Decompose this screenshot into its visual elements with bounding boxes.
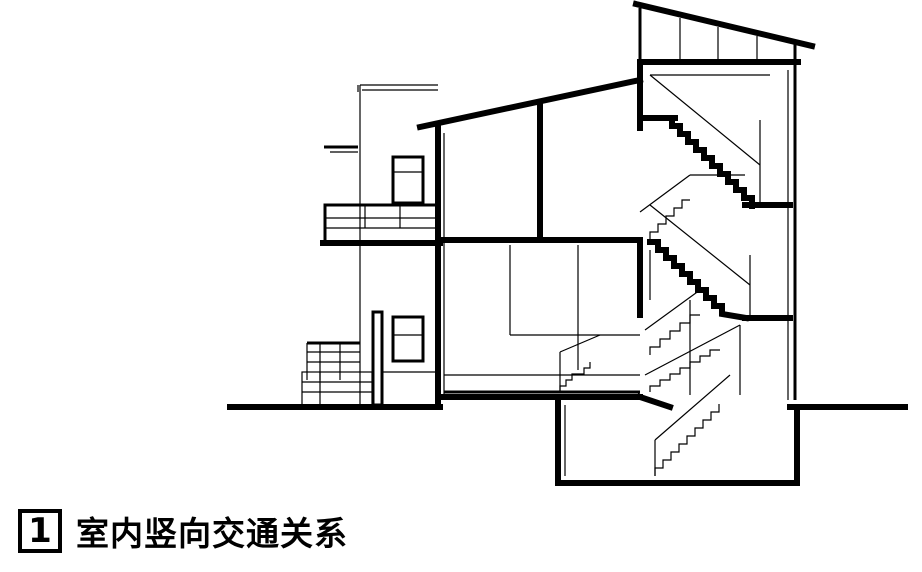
basement (555, 374, 800, 486)
building-section-drawing (227, 0, 908, 486)
entry-steps (301, 341, 373, 406)
left-annex (301, 84, 443, 407)
upper-window (391, 155, 425, 205)
balcony (320, 203, 443, 246)
figure-caption: 1 室内竖向交通关系 (18, 505, 348, 557)
lower-window (391, 315, 425, 363)
main-house (416, 76, 644, 408)
figure-title: 室内竖向交通关系 (76, 514, 348, 553)
stair-tower (632, 0, 816, 411)
figure-number: 1 (18, 509, 62, 553)
pipe (371, 310, 384, 407)
